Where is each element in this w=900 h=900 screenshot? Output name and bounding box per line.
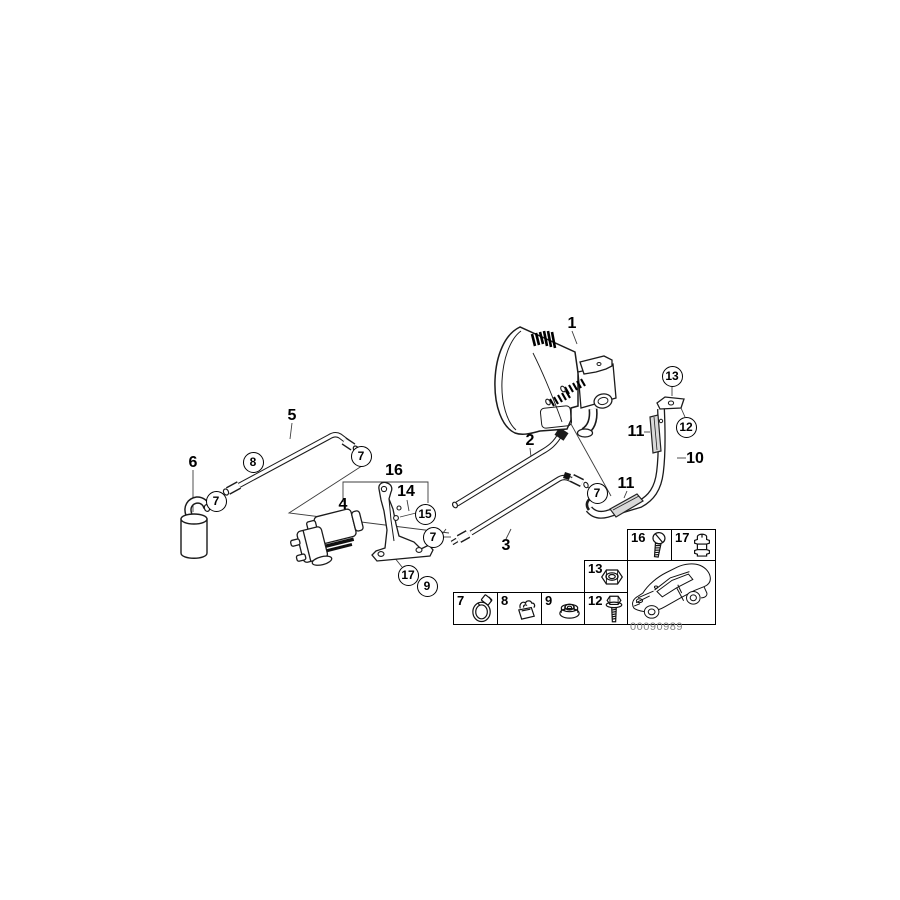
- callout-7-hose-clamp-pipe3[interactable]: 7: [422, 526, 444, 548]
- leader-part-11-lower: [624, 491, 627, 498]
- legend-cell-13[interactable]: 13: [584, 560, 628, 593]
- pipe-clip-icon: [513, 595, 540, 623]
- part-label-2[interactable]: 2: [525, 432, 535, 449]
- callout-9-flange-nut[interactable]: 9: [416, 575, 438, 597]
- leader-callout-12: [681, 408, 685, 417]
- flange-nut-icon: [556, 597, 583, 621]
- slotted-screw-icon: [646, 530, 670, 560]
- part-3-fuel-pipe: [452, 472, 589, 543]
- legend-cell-12[interactable]: 12: [584, 592, 628, 625]
- legend-num-9: 9: [545, 593, 553, 608]
- rubber-grommet-icon: [690, 530, 714, 560]
- part-14-pump-bracket: [372, 482, 433, 561]
- leader-canister-pad: [571, 424, 611, 496]
- hex-bolt-icon: [602, 593, 626, 624]
- callout-7-hose-clamp-left[interactable]: 7: [205, 490, 227, 512]
- hose-clamp-icon: [469, 594, 496, 624]
- drawing-number: 00090989: [630, 621, 683, 633]
- car-silhouette-icon: [628, 561, 715, 624]
- callout-17[interactable]: 17: [397, 564, 419, 586]
- part-label-1[interactable]: 1: [567, 315, 577, 332]
- leader-part-2: [530, 448, 531, 457]
- part-label-6[interactable]: 6: [188, 454, 198, 471]
- legend-num-16: 16: [631, 530, 646, 545]
- legend-cell-7[interactable]: 7: [453, 592, 498, 625]
- part-label-14[interactable]: 14: [397, 483, 415, 500]
- part-label-5[interactable]: 5: [287, 407, 297, 424]
- legend-num-12: 12: [588, 593, 603, 608]
- part-5-vent-hose: [222, 435, 359, 496]
- leader-callout-15: [400, 513, 416, 517]
- legend-num-17: 17: [675, 530, 690, 545]
- part-label-16[interactable]: 16: [385, 462, 403, 479]
- hex-nut-icon: [598, 564, 626, 589]
- leader-part-5: [290, 423, 292, 439]
- callout-8-clip[interactable]: 8: [242, 451, 264, 473]
- legend-cell-9[interactable]: 9: [541, 592, 585, 625]
- leader-part-3: [506, 529, 511, 539]
- callout-13-hex-nut[interactable]: 13: [661, 365, 683, 387]
- legend-cell-16[interactable]: 16: [627, 529, 672, 561]
- ribbed-fittings: [550, 379, 585, 406]
- callout-7-hose-clamp-mid[interactable]: 7: [350, 445, 372, 467]
- part-10-holder-strip: [587, 397, 684, 515]
- vent-grille: [532, 331, 555, 348]
- part-6-filter-cartridge: [181, 500, 210, 558]
- callout-15[interactable]: 15: [414, 503, 436, 525]
- callout-12-hex-bolt[interactable]: 12: [675, 416, 697, 438]
- part-11-rubber-pads: [610, 415, 661, 517]
- part-label-10[interactable]: 10: [686, 450, 704, 467]
- callout-7-hose-clamp-right[interactable]: 7: [586, 482, 608, 504]
- legend-num-8: 8: [501, 593, 509, 608]
- legend-cell-car[interactable]: [627, 560, 716, 625]
- leader-part-1: [572, 331, 577, 344]
- part-label-11-upper[interactable]: 11: [627, 423, 645, 440]
- part-2-fuel-pipe: [452, 431, 566, 509]
- legend-num-13: 13: [588, 561, 603, 576]
- part-4-leak-diagnosis-pump: [286, 506, 369, 570]
- leader-part-14: [407, 500, 409, 511]
- legend-num-7: 7: [457, 593, 465, 608]
- legend-cell-8[interactable]: 8: [497, 592, 542, 625]
- part-1-activated-carbon-filter: [495, 327, 616, 437]
- legend-cell-17[interactable]: 17: [671, 529, 716, 561]
- part-label-11-lower[interactable]: 11: [617, 475, 635, 492]
- part-label-4[interactable]: 4: [338, 496, 348, 513]
- part-label-3[interactable]: 3: [501, 537, 511, 554]
